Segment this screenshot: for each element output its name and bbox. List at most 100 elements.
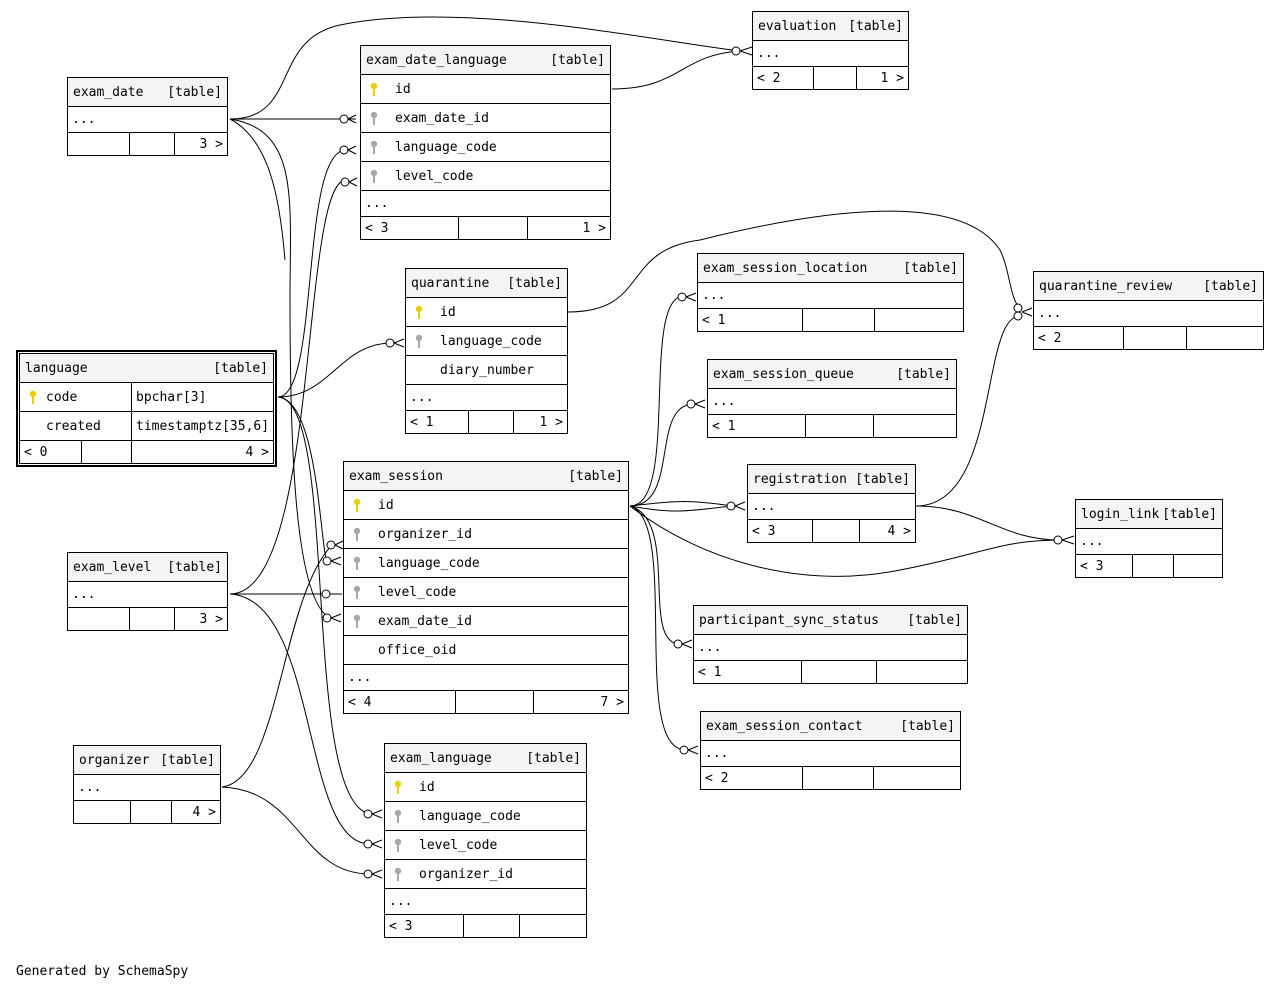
footer-spacer bbox=[1124, 327, 1188, 349]
column-row[interactable]: language_code bbox=[385, 802, 586, 831]
table-organizer[interactable]: organizer[table]... 4 > bbox=[73, 745, 221, 824]
footer-spacer bbox=[469, 411, 514, 433]
column-type: timestamptz[35,6] bbox=[136, 418, 270, 434]
children-count[interactable] bbox=[875, 309, 963, 331]
table-header: participant_sync_status[table] bbox=[694, 606, 967, 635]
column-row[interactable]: exam_date_id bbox=[361, 104, 610, 133]
table-kind: [table] bbox=[167, 559, 222, 575]
children-count[interactable]: 1 > bbox=[582, 220, 606, 236]
primary-key-icon bbox=[20, 390, 46, 404]
parents-count[interactable]: < 1 bbox=[406, 411, 469, 433]
column-row[interactable]: created timestamptz[35,6] bbox=[20, 412, 273, 441]
children-count[interactable]: 3 > bbox=[199, 611, 223, 627]
table-footer: < 4 7 > bbox=[344, 691, 628, 713]
parents-count[interactable]: < 3 bbox=[1076, 555, 1133, 577]
table-exam-session-queue[interactable]: exam_session_queue[table]...< 1 bbox=[707, 359, 957, 438]
column-row[interactable]: language_code bbox=[406, 327, 567, 356]
more-columns-ellipsis[interactable]: ... bbox=[748, 494, 915, 520]
more-columns-ellipsis[interactable]: ... bbox=[701, 741, 960, 767]
more-columns-ellipsis[interactable]: ... bbox=[1034, 301, 1263, 327]
column-name: language_code bbox=[440, 333, 542, 349]
table-login-link[interactable]: login_link[table]...< 3 bbox=[1075, 499, 1223, 578]
table-participant-sync-status[interactable]: participant_sync_status[table]...< 1 bbox=[693, 605, 968, 684]
parents-count[interactable]: < 1 bbox=[694, 661, 802, 683]
table-footer: 3 > bbox=[68, 608, 227, 630]
more-columns-ellipsis[interactable]: ... bbox=[361, 191, 610, 217]
parents-count[interactable]: < 3 bbox=[385, 915, 464, 937]
more-columns-ellipsis[interactable]: ... bbox=[753, 41, 908, 67]
parents-count[interactable]: < 0 bbox=[20, 441, 82, 463]
table-exam-date[interactable]: exam_date[table]...3 > bbox=[67, 77, 228, 156]
column-row[interactable]: code bpchar[3] bbox=[20, 383, 273, 412]
children-count[interactable]: 7 > bbox=[600, 694, 624, 710]
column-row[interactable]: organizer_id bbox=[385, 860, 586, 889]
column-row[interactable]: exam_date_id bbox=[344, 607, 628, 636]
more-columns-ellipsis[interactable]: ... bbox=[698, 283, 963, 309]
column-row[interactable]: office_oid bbox=[344, 636, 628, 665]
children-count[interactable]: 4 > bbox=[245, 444, 269, 460]
column-row[interactable]: level_code bbox=[344, 578, 628, 607]
more-columns-ellipsis[interactable]: ... bbox=[74, 775, 220, 801]
column-row[interactable]: id bbox=[406, 298, 567, 327]
parents-count[interactable]: < 4 bbox=[344, 691, 457, 713]
column-row[interactable]: level_code bbox=[361, 162, 610, 191]
table-kind: [table] bbox=[568, 468, 623, 484]
foreign-key-icon bbox=[361, 140, 387, 154]
parents-count[interactable]: < 2 bbox=[753, 67, 814, 89]
table-evaluation[interactable]: evaluation[table]...< 2 1 > bbox=[752, 11, 909, 90]
column-row[interactable]: diary_number bbox=[406, 356, 567, 385]
more-columns-ellipsis[interactable]: ... bbox=[708, 389, 956, 415]
column-row[interactable]: id bbox=[385, 773, 586, 802]
table-header: organizer[table] bbox=[74, 746, 220, 775]
more-columns-ellipsis[interactable]: ... bbox=[344, 665, 628, 691]
table-header: evaluation[table] bbox=[753, 12, 908, 41]
column-row[interactable]: language_code bbox=[361, 133, 610, 162]
column-row[interactable]: id bbox=[344, 491, 628, 520]
footer-spacer bbox=[130, 133, 175, 155]
table-header: exam_session[table] bbox=[344, 462, 628, 491]
column-row[interactable]: level_code bbox=[385, 831, 586, 860]
table-exam-session-contact[interactable]: exam_session_contact[table]...< 2 bbox=[700, 711, 961, 790]
children-count[interactable]: 4 > bbox=[887, 523, 911, 539]
more-columns-ellipsis[interactable]: ... bbox=[406, 385, 567, 411]
parents-count[interactable]: < 3 bbox=[748, 520, 814, 542]
parents-count[interactable]: < 3 bbox=[361, 217, 460, 239]
children-count[interactable] bbox=[877, 661, 967, 683]
children-count[interactable]: 3 > bbox=[199, 136, 223, 152]
table-exam-level[interactable]: exam_level[table]...3 > bbox=[67, 552, 228, 631]
column-row[interactable]: id bbox=[361, 75, 610, 104]
children-count[interactable]: 1 > bbox=[880, 70, 904, 86]
column-row[interactable]: organizer_id bbox=[344, 520, 628, 549]
children-count[interactable]: 4 > bbox=[192, 804, 216, 820]
children-count[interactable] bbox=[1187, 327, 1263, 349]
parents-count[interactable] bbox=[68, 133, 131, 155]
table-footer: < 2 bbox=[701, 767, 960, 789]
children-count[interactable] bbox=[874, 767, 960, 789]
children-count[interactable] bbox=[874, 415, 956, 437]
parents-count[interactable]: < 2 bbox=[1034, 327, 1125, 349]
children-count[interactable]: 1 > bbox=[539, 414, 563, 430]
more-columns-ellipsis[interactable]: ... bbox=[385, 889, 586, 915]
table-exam-session-location[interactable]: exam_session_location[table]...< 1 bbox=[697, 253, 964, 332]
more-columns-ellipsis[interactable]: ... bbox=[694, 635, 967, 661]
table-quarantine-review[interactable]: quarantine_review[table]...< 2 bbox=[1033, 271, 1264, 350]
more-columns-ellipsis[interactable]: ... bbox=[1076, 529, 1222, 555]
parents-count[interactable] bbox=[68, 608, 131, 630]
parents-count[interactable]: < 1 bbox=[698, 309, 803, 331]
more-columns-ellipsis[interactable]: ... bbox=[68, 582, 227, 608]
children-count[interactable] bbox=[1174, 555, 1222, 577]
children-count[interactable] bbox=[520, 915, 586, 937]
parents-count[interactable] bbox=[74, 801, 131, 823]
table-kind: [table] bbox=[160, 752, 215, 768]
more-columns-ellipsis[interactable]: ... bbox=[68, 107, 227, 133]
table-language[interactable]: language [table] code bpchar[3] created … bbox=[16, 350, 277, 467]
column-row[interactable]: language_code bbox=[344, 549, 628, 578]
foreign-key-icon bbox=[344, 614, 370, 628]
parents-count[interactable]: < 1 bbox=[708, 415, 806, 437]
parents-count[interactable]: < 2 bbox=[701, 767, 804, 789]
